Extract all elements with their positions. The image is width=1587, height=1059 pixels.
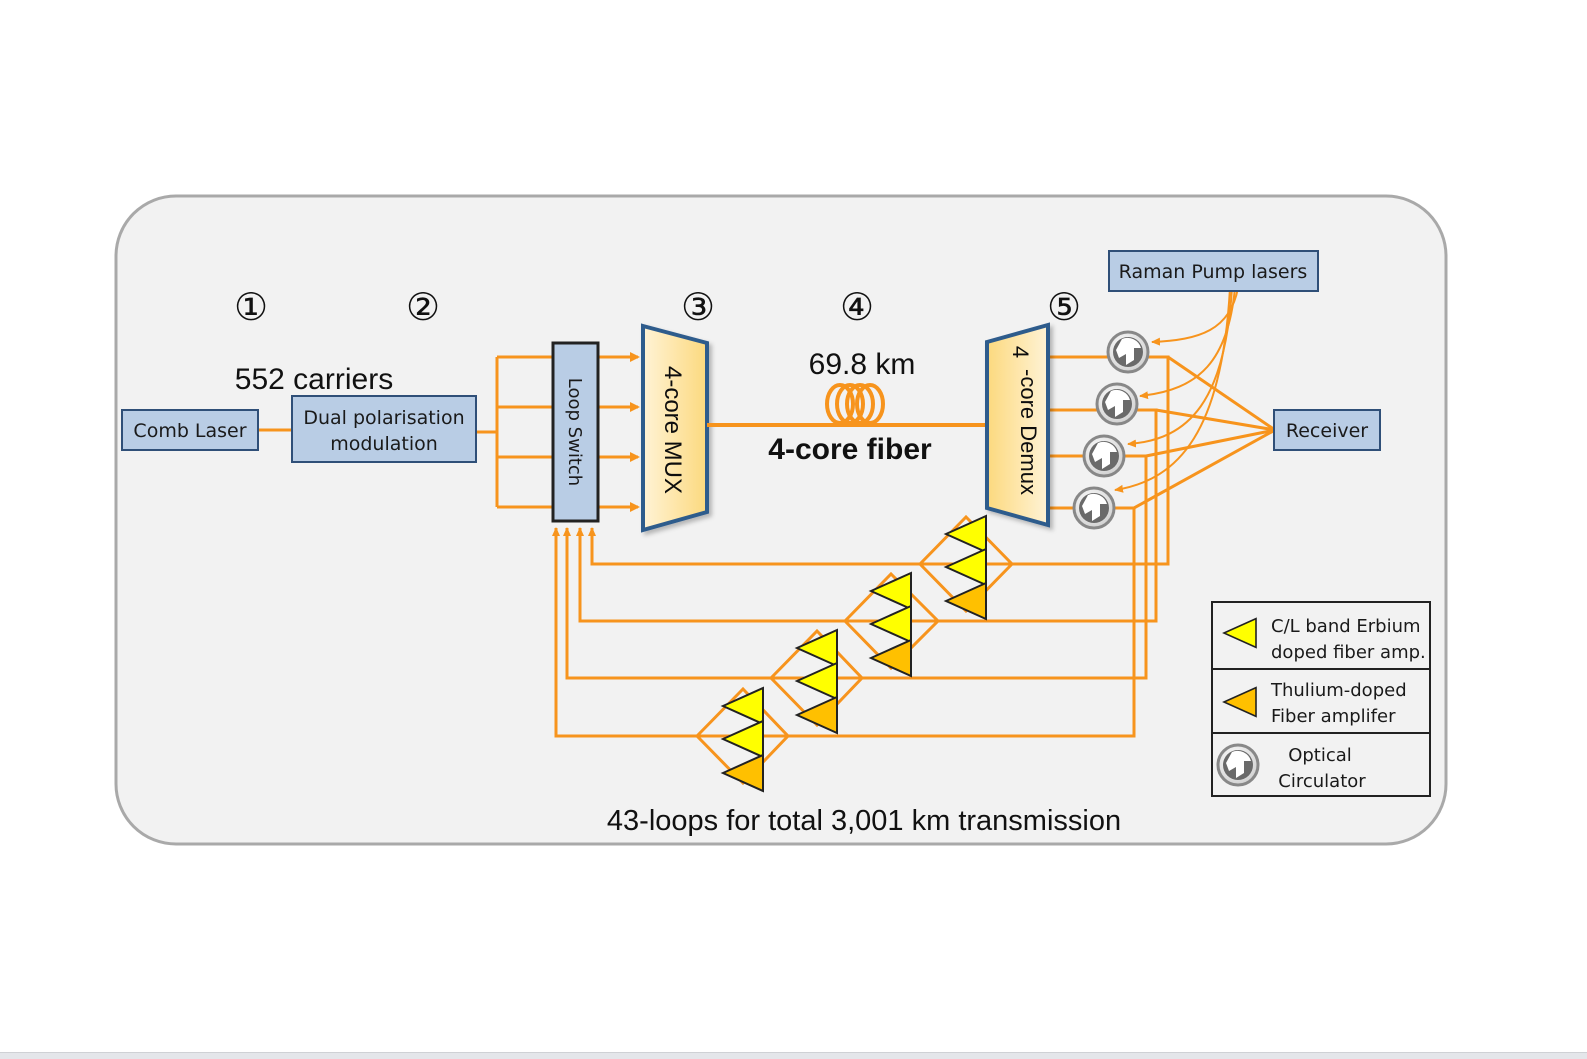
legend-circulator-line1: Optical: [1288, 745, 1352, 766]
receiver-label: Receiver: [1286, 420, 1368, 442]
demux-block: 4 -core Demux: [985, 322, 1050, 528]
carriers-label: 552 carriers: [235, 363, 393, 396]
raman-pump-box: Raman Pump lasers: [1108, 250, 1319, 292]
legend-circulator-line2: Circulator: [1278, 771, 1366, 792]
legend-tdfa-line1: Thulium-doped: [1270, 680, 1407, 701]
comb-laser-box: Comb Laser: [121, 409, 259, 451]
amp-group-1: [945, 515, 987, 620]
caption: 43-loops for total 3,001 km transmission: [607, 805, 1121, 837]
legend-edfa-line2: doped fiber amp.: [1271, 642, 1426, 663]
circulator-icon: [1106, 330, 1150, 374]
step-1-label: ①: [234, 287, 268, 329]
fiber-connections: [258, 352, 1276, 738]
step-3-label: ③: [681, 287, 715, 329]
fiber-spool-icon: [825, 383, 885, 425]
circulator-icon: [1095, 382, 1139, 426]
amp-group-3: [796, 629, 838, 734]
loop-switch-box: Loop Switch: [551, 341, 600, 523]
legend: C/L band Erbium doped fiber amp. Thulium…: [1211, 601, 1431, 797]
comb-laser-label: Comb Laser: [133, 420, 246, 442]
modulation-label-line1: Dual polarisation: [303, 407, 464, 429]
mux-label: 4-core MUX: [659, 366, 686, 494]
fiber-span: 69.8 km 4-core fiber: [707, 348, 987, 466]
loop-switch-label: Loop Switch: [564, 378, 585, 486]
amp-group-4: [722, 687, 764, 792]
raman-pump-label: Raman Pump lasers: [1119, 261, 1308, 283]
circulator-icon: [1082, 434, 1126, 478]
modulation-label-line2: modulation: [330, 433, 438, 455]
legend-circulator-icon: [1216, 743, 1260, 787]
demux-label-line1: 4: [1008, 346, 1033, 358]
legend-tdfa-line2: Fiber amplifer: [1271, 706, 1396, 727]
receiver-box: Receiver: [1273, 409, 1381, 451]
step-2-label: ②: [406, 287, 440, 329]
amp-group-2: [870, 572, 912, 677]
circulator-icon: [1072, 486, 1116, 530]
raman-pump-lines: [1114, 287, 1239, 493]
fiber-label: 4-core fiber: [768, 433, 932, 466]
step-5-label: ⑤: [1047, 287, 1081, 329]
step-4-label: ④: [840, 287, 874, 329]
modulation-box: Dual polarisation modulation: [291, 395, 477, 463]
span-length-label: 69.8 km: [809, 348, 916, 381]
demux-label-line2: -core Demux: [1016, 369, 1041, 495]
legend-edfa-line1: C/L band Erbium: [1271, 616, 1421, 637]
bottom-bar: [0, 1052, 1587, 1059]
mux-block: 4-core MUX: [641, 323, 709, 533]
